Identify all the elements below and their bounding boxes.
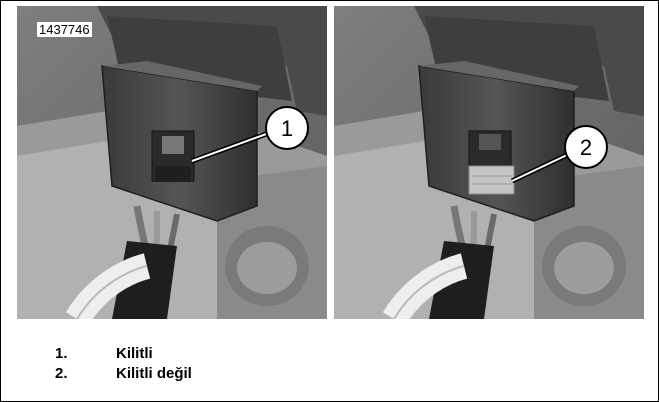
legend-item: 1. Kilitli: [55, 344, 192, 364]
callout-circle: [564, 125, 608, 169]
legend-number: 2.: [55, 365, 68, 382]
callout-circle: [265, 106, 309, 150]
legend-text: Kilitli değil: [116, 365, 192, 382]
legend-text: Kilitli: [116, 345, 153, 362]
connector-locked-drawing: 1: [17, 6, 327, 319]
illustration-unlocked: 2: [334, 6, 644, 319]
callout-number: 2: [580, 135, 592, 160]
illustration-locked: 1: [17, 6, 327, 319]
figure-id: 1437746: [37, 22, 92, 37]
legend-number: 1.: [55, 345, 68, 362]
legend: 1. Kilitli 2. Kilitli değil: [55, 344, 192, 384]
callout-number: 1: [281, 116, 293, 141]
connector-unlocked-drawing: 2: [334, 6, 644, 319]
legend-item: 2. Kilitli değil: [55, 364, 192, 384]
